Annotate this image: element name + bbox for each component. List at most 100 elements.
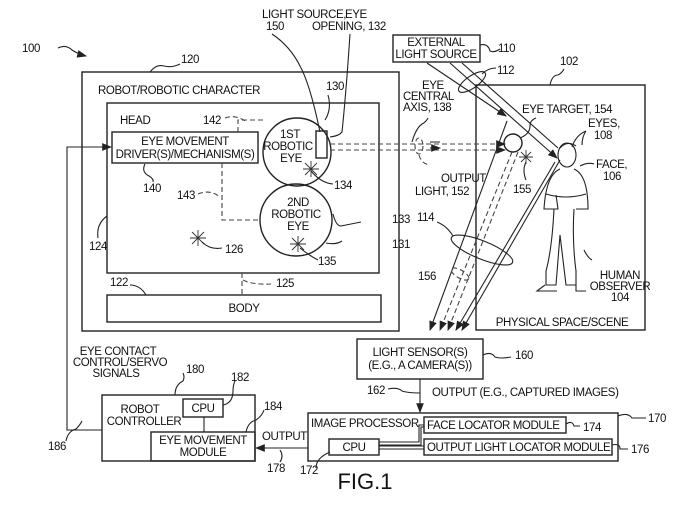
ref-176-leader [612,445,628,450]
ref-133-leader [333,214,361,226]
output-light-line2: LIGHT, 152 [415,186,469,198]
ref-130-leader [325,95,329,120]
ref-110: 110 [498,43,515,55]
ref-124-leader [98,216,107,238]
eye-target-154 [504,134,522,152]
ref-133: 133 [392,214,410,226]
ref-126-leader [202,242,222,248]
ref-125: 125 [276,278,294,290]
eye-axis-line3: AXIS, 138 [403,102,451,114]
ref-174-leader [566,422,580,426]
ref-180-leader [175,373,184,395]
sparkle-155-icon [519,150,533,164]
ref-172: 172 [300,465,318,477]
output-light-152-marker [415,138,423,154]
ref-186: 186 [48,441,66,453]
ref-120: 120 [181,54,199,66]
servo-line3: SIGNALS [92,368,140,380]
head-title: HEAD [120,115,150,127]
light-source-leader [272,34,320,132]
eye-opening-line2: OPENING, 132 [312,21,386,33]
observer-line3: 104 [611,292,630,304]
servo-signal-line [67,147,111,430]
ref-182: 182 [231,372,249,384]
ref-102-leader [550,69,564,85]
ref-142-leader [225,117,247,122]
ref-114-leader [437,222,453,236]
face-line1: FACE, [596,159,627,171]
first-eye-line2: ROBOTIC [263,141,313,153]
human-observer-figure [537,143,588,291]
robot-title: ROBOT/ROBOTIC CHARACTER [98,85,260,97]
light-source-line2: 150 [266,21,284,33]
image-processor-cpu: CPU [342,442,365,454]
image-processor-title: IMAGE PROCESSOR [311,418,419,430]
lens-114 [448,229,516,270]
ref-178: 178 [267,463,285,475]
second-eye-line1: 2ND [287,197,309,209]
ref-134: 134 [334,180,353,192]
reflected-ray-1 [430,121,507,330]
observer-leader [584,250,592,260]
ref-143-leader [198,192,220,197]
ref-114: 114 [417,212,435,224]
ref-160-leader [483,353,511,358]
ref-155-leader [524,162,526,180]
first-eye-line3: EYE [280,153,303,165]
ref-172-leader [316,452,330,468]
ref-140-leader [144,164,154,182]
ref-112: 112 [497,65,514,77]
robot-controller-cpu: CPU [191,403,214,415]
link-142 [238,120,264,132]
scene-label: PHYSICAL SPACE/SCENE [496,317,629,329]
first-eye-line1: 1ST [280,129,300,141]
light-sensor-line1: LIGHT SENSOR(S) [373,347,468,359]
ref-170-leader [618,414,646,418]
reflected-ray-5 [462,160,560,330]
ref-131-leader [326,241,342,244]
ref-126: 126 [225,244,243,256]
ref-186-leader [66,421,82,441]
ref-100-leader [58,46,86,56]
link-143 [222,163,260,220]
ref-100: 100 [22,43,40,55]
ref-122: 122 [110,277,128,289]
robot-box [82,72,399,331]
external-light-line1: EXTERNAL [407,37,466,49]
output-light-locator-label: OUTPUT LIGHT LOCATOR MODULE [427,442,611,454]
cpu-light-link [379,446,424,449]
second-eye-line3: EYE [287,221,310,233]
ref-162: 162 [367,385,385,397]
ref-110-leader [480,45,500,52]
ref-135: 135 [318,256,336,268]
sensor-output-label: OUTPUT (E.G., CAPTURED IMAGES) [432,387,619,399]
ref-156: 156 [418,271,436,283]
face-line2: 106 [603,171,621,183]
eye-movement-module-line2: MODULE [180,447,228,459]
face-locator-label: FACE LOCATOR MODULE [427,420,560,432]
ref-125-leader [243,280,271,284]
ref-162-leader [388,388,420,393]
light-source-150 [316,131,327,158]
ref-182-leader [223,381,235,405]
ref-170: 170 [648,413,666,425]
robot-controller-line1: ROBOT [121,404,160,416]
ref-120-leader [150,64,180,72]
eye-opening-line1: EYE [345,9,368,21]
output-light-line1: OUTPUT [441,173,486,185]
light-sensor-box [357,339,483,379]
ref-130: 130 [326,81,344,93]
output-light-leader [419,155,429,165]
robot-controller-line2: CONTROLLER [107,416,182,428]
ref-178-leader [280,450,282,462]
light-source-line1: LIGHT SOURCE, [262,9,346,21]
ref-155: 155 [513,184,531,196]
ref-143: 143 [177,190,195,202]
reflected-ray-4 [456,162,555,330]
eyes-line2: 108 [594,130,612,142]
axis-arrows [430,142,440,148]
ref-124: 124 [89,241,108,253]
ref-102: 102 [560,56,578,68]
ref-160: 160 [515,350,533,362]
